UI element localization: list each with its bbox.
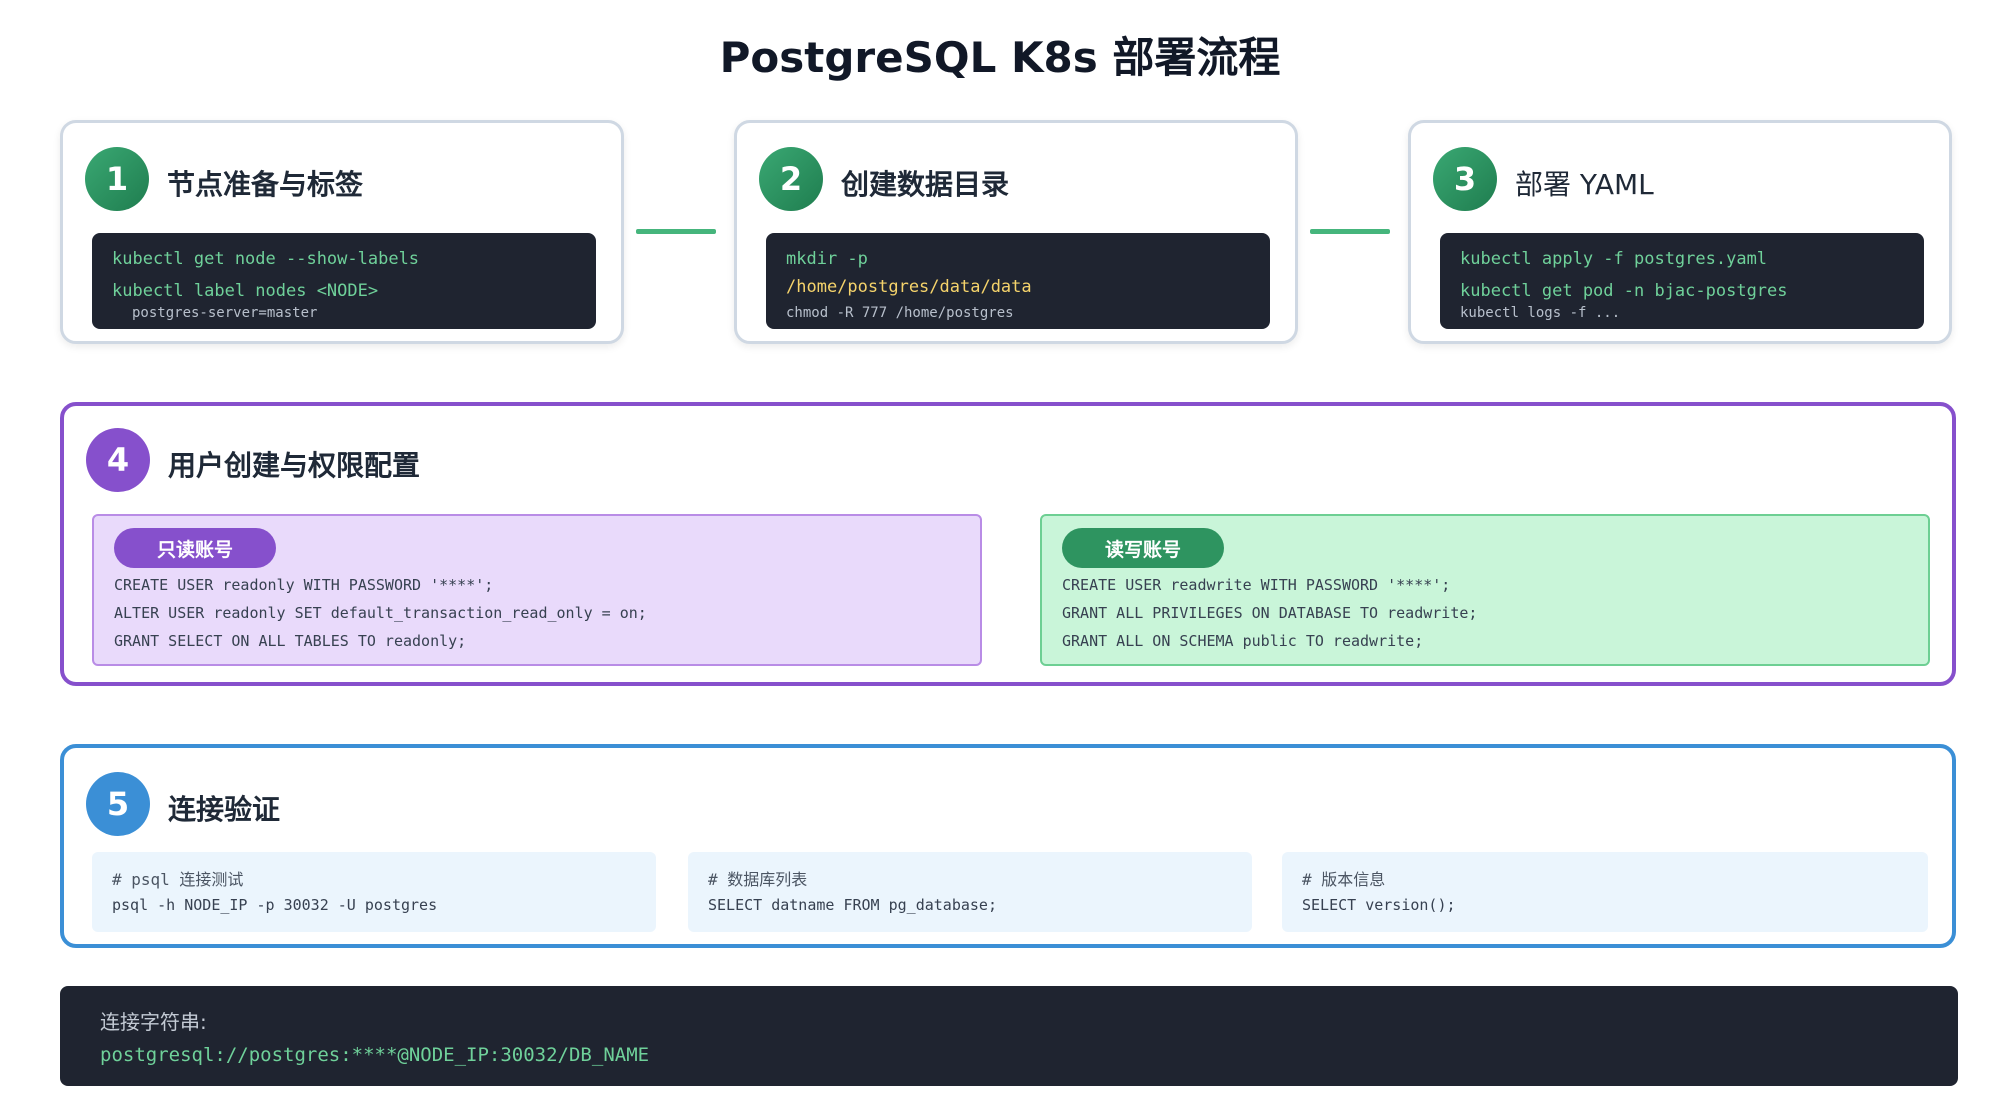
step-title: 用户创建与权限配置 (168, 449, 421, 482)
code-line: /home/postgres/data/data (786, 277, 1032, 297)
code-block: kubectl get node --show-labels kubectl l… (92, 233, 596, 329)
verify-comment: # 数据库列表 (708, 870, 808, 889)
readwrite-account-panel: 读写账号 CREATE USER readwrite WITH PASSWORD… (1040, 514, 1930, 666)
sql-line: GRANT ALL ON SCHEMA public TO readwrite; (1062, 632, 1424, 650)
sql-line: CREATE USER readonly WITH PASSWORD '****… (114, 576, 494, 594)
step-card-4: 4 用户创建与权限配置 只读账号 CREATE USER readonly WI… (60, 402, 1956, 686)
step-number-badge: 4 (86, 428, 150, 492)
code-line: kubectl get node --show-labels (112, 249, 420, 269)
connection-string-label: 连接字符串: (100, 1010, 207, 1034)
code-line: chmod -R 777 /home/postgres (786, 305, 1014, 321)
code-line: mkdir -p (786, 249, 868, 269)
code-line: kubectl label nodes <NODE> (112, 281, 379, 301)
readonly-account-panel: 只读账号 CREATE USER readonly WITH PASSWORD … (92, 514, 982, 666)
step-card-1: 1 节点准备与标签 kubectl get node --show-labels… (60, 120, 624, 344)
readonly-account-label: 只读账号 (114, 528, 276, 568)
verify-command: SELECT version(); (1302, 896, 1456, 914)
verify-comment: # 版本信息 (1302, 870, 1386, 889)
code-line: postgres-server=master (132, 305, 318, 321)
code-block: mkdir -p /home/postgres/data/data chmod … (766, 233, 1270, 329)
step-card-5: 5 连接验证 # psql 连接测试 psql -h NODE_IP -p 30… (60, 744, 1956, 948)
verify-command: SELECT datname FROM pg_database; (708, 896, 997, 914)
code-line: kubectl apply -f postgres.yaml (1460, 249, 1768, 269)
step-number-badge: 2 (759, 147, 823, 211)
code-line: kubectl logs -f ... (1460, 305, 1621, 321)
connection-string-value: postgresql://postgres:****@NODE_IP:30032… (100, 1044, 650, 1066)
verify-check-3: # 版本信息 SELECT version(); (1282, 852, 1928, 932)
sql-line: ALTER USER readonly SET default_transact… (114, 604, 647, 622)
connection-string-panel: 连接字符串: postgresql://postgres:****@NODE_I… (60, 986, 1958, 1086)
verify-check-1: # psql 连接测试 psql -h NODE_IP -p 30032 -U … (92, 852, 656, 932)
step-connector (636, 229, 716, 234)
step-number-badge: 5 (86, 772, 150, 836)
page-title: PostgreSQL K8s 部署流程 (719, 33, 1281, 82)
verify-command: psql -h NODE_IP -p 30032 -U postgres (112, 896, 438, 914)
step-card-3: 3 部署 YAML kubectl apply -f postgres.yaml… (1408, 120, 1952, 344)
step-number-badge: 1 (85, 147, 149, 211)
readwrite-account-label: 读写账号 (1062, 528, 1224, 568)
step-title: 连接验证 (168, 793, 281, 826)
step-title: 创建数据目录 (841, 168, 1010, 201)
sql-line: GRANT ALL PRIVILEGES ON DATABASE TO read… (1062, 604, 1478, 622)
code-block: kubectl apply -f postgres.yaml kubectl g… (1440, 233, 1924, 329)
step-connector (1310, 229, 1390, 234)
sql-line: CREATE USER readwrite WITH PASSWORD '***… (1062, 576, 1451, 594)
step-title: 部署 YAML (1515, 168, 1654, 201)
verify-check-2: # 数据库列表 SELECT datname FROM pg_database; (688, 852, 1252, 932)
code-line: kubectl get pod -n bjac-postgres (1460, 281, 1788, 301)
step-card-2: 2 创建数据目录 mkdir -p /home/postgres/data/da… (734, 120, 1298, 344)
step-number-badge: 3 (1433, 147, 1497, 211)
verify-comment: # psql 连接测试 (112, 870, 244, 889)
step-title: 节点准备与标签 (167, 168, 364, 201)
sql-line: GRANT SELECT ON ALL TABLES TO readonly; (114, 632, 467, 650)
